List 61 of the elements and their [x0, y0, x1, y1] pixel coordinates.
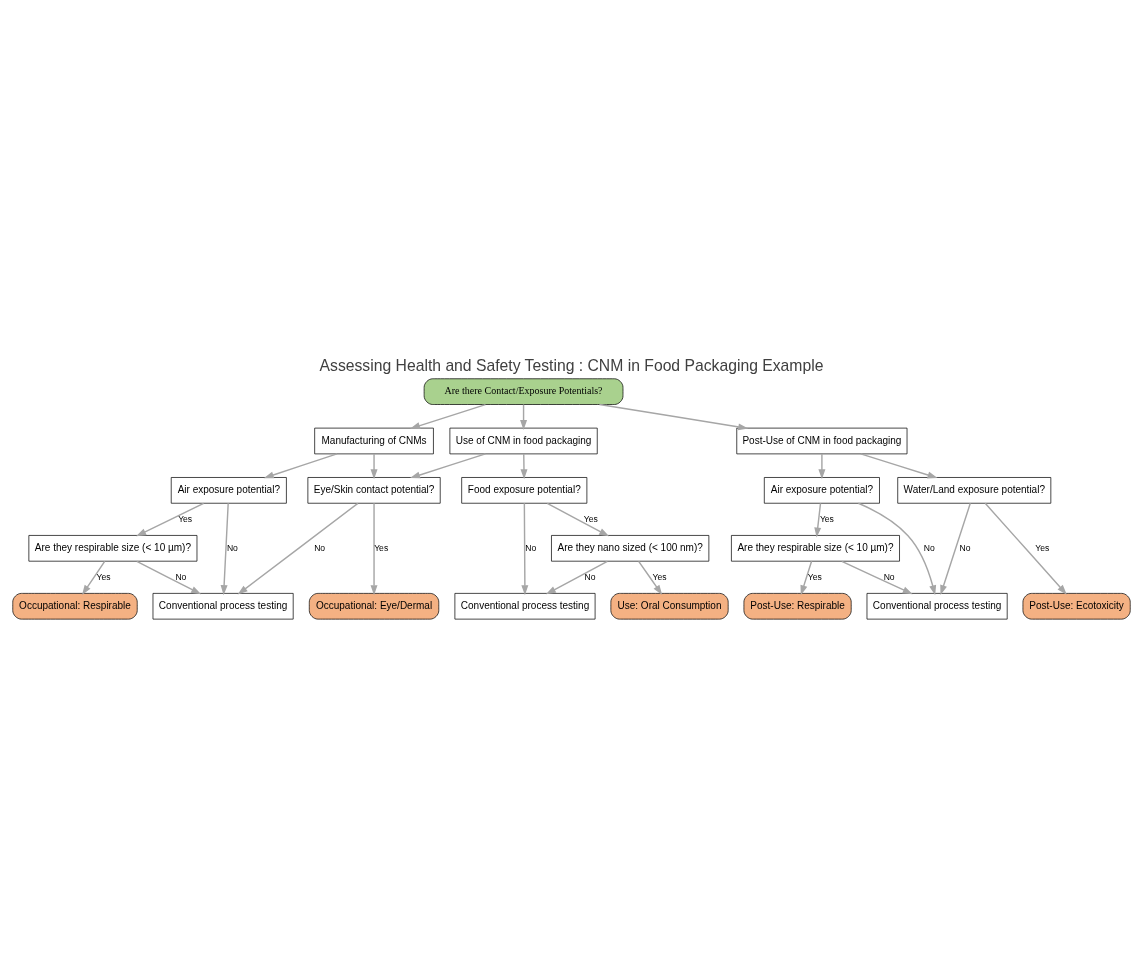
node-box: Occupational: Respirable	[12, 592, 138, 619]
node-box: Food exposure potential?	[461, 476, 588, 504]
arrow	[370, 502, 378, 595]
arrow	[857, 502, 937, 595]
node-box: Manufacturing of CNMs	[314, 427, 434, 454]
edge-label: Yes	[374, 542, 389, 553]
node-box: Occupational: Eye/Dermal	[308, 592, 440, 619]
edge-label: No	[314, 542, 326, 553]
arrow	[545, 560, 609, 594]
edge-label: No	[525, 542, 537, 553]
arrow	[136, 502, 205, 536]
edge-label: Yes	[96, 571, 111, 581]
edge-label: Yes	[807, 571, 822, 581]
edge-label: Yes	[583, 513, 598, 524]
arrow	[984, 502, 1067, 595]
edge-label: No	[923, 542, 935, 553]
edge-label: Yes	[178, 513, 193, 524]
edge-label: Yes	[652, 571, 667, 581]
node-box: Post-Use: Ecotoxicity	[1022, 592, 1131, 619]
arrow	[638, 560, 663, 595]
node-box: Eye/Skin contact potential?	[307, 476, 441, 504]
edge-label: No	[226, 542, 238, 553]
arrow	[220, 502, 229, 595]
node-box: Conventional process testing	[866, 592, 1008, 619]
arrow	[410, 452, 487, 478]
edge-label: No	[883, 571, 895, 581]
edge-label: Yes	[819, 513, 834, 524]
arrow	[82, 560, 106, 595]
node-box: Are they respirable size (< 10 µm)?	[731, 534, 900, 562]
edge-label: Yes	[1035, 542, 1050, 553]
node-box: Water/Land exposure potential?	[897, 476, 1052, 504]
arrow	[410, 403, 487, 429]
diagram-title: Assessing Health and Safety Testing : CNM in Food Packaging Example	[319, 356, 824, 374]
arrow	[814, 502, 822, 537]
node-box: Are they nano sized (< 100 nm)?	[551, 534, 710, 562]
arrow	[370, 452, 378, 479]
arrow	[521, 502, 529, 595]
arrow	[263, 452, 338, 478]
node-box: Use of CNM in food packaging	[449, 427, 598, 454]
node-box: Post-Use of CNM in food packaging	[736, 427, 908, 454]
arrow	[546, 502, 610, 536]
node-box: Are there Contact/Exposure Potentials?	[423, 377, 624, 405]
arrow	[940, 502, 972, 595]
edge-label: No	[959, 542, 971, 553]
arrow	[520, 452, 528, 479]
arrow	[860, 452, 938, 478]
arrow	[818, 452, 826, 479]
arrow	[841, 560, 913, 594]
arrow	[800, 560, 813, 595]
arrow	[237, 502, 359, 594]
arrow	[136, 560, 202, 594]
node-box: Conventional process testing	[454, 592, 596, 619]
edge-label: No	[584, 571, 596, 581]
node-box: Post-Use: Respirable	[743, 592, 852, 619]
node-box: Air exposure potential?	[763, 476, 880, 504]
node-box: Air exposure potential?	[170, 476, 287, 504]
node-box: Are they respirable size (< 10 µm)?	[28, 534, 198, 562]
node-box: Use: Oral Consumption	[610, 592, 729, 619]
edge-label: No	[175, 571, 187, 581]
node-box: Conventional process testing	[152, 592, 294, 619]
arrow	[598, 403, 749, 430]
